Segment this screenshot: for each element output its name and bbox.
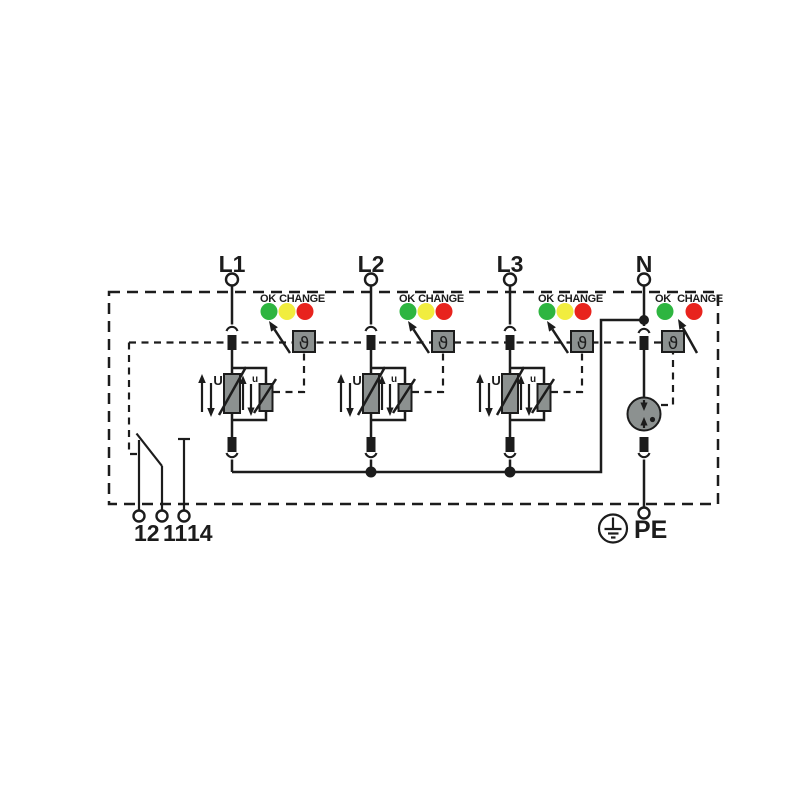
voltage-label-u-l3: u	[530, 374, 536, 385]
thermal-monitor-box-n	[661, 330, 685, 353]
led-yellow-l1	[278, 303, 296, 320]
pe-terminal	[637, 506, 651, 520]
remote-signalling-contact: 12 11 14	[132, 432, 213, 546]
led-green-l1	[260, 303, 278, 320]
indicator-group-l3: OK CHANGE ϑ U u	[491, 293, 603, 388]
phase-label-n: N	[636, 251, 653, 277]
voltage-label-u-l1: u	[252, 374, 258, 385]
gdt-top-arrowhead	[640, 402, 648, 411]
phase-l3-header: L3	[497, 251, 523, 287]
phase-terminal-l3	[502, 272, 518, 287]
terminal-label-14: 14	[187, 520, 213, 546]
change-label-l3: CHANGE	[557, 293, 603, 305]
neutral-branch	[626, 285, 699, 508]
change-label-n: CHANGE	[677, 293, 723, 305]
change-label-l2: CHANGE	[418, 293, 464, 305]
phase-terminal-l2	[363, 272, 379, 287]
monitoring-to-relay-dashed	[127, 342, 137, 456]
theta-symbol-n: ϑ	[668, 334, 679, 354]
indicator-group-n: OK CHANGE ϑ	[655, 293, 723, 354]
terminal-12	[132, 509, 146, 523]
phase-n-header: N	[636, 251, 653, 287]
device-outline-dashed	[107, 290, 720, 506]
voltage-label-U-l2: U	[352, 373, 361, 388]
change-label-l1: CHANGE	[279, 293, 325, 305]
disconnect-arc-bottom-n	[637, 452, 651, 459]
theta-symbol-l1: ϑ	[299, 334, 310, 354]
pe-terminal-group: PE	[597, 506, 667, 544]
monitor-tap-dashed-n	[661, 352, 675, 407]
led-yellow-l3	[556, 303, 574, 320]
led-red-l3	[574, 303, 592, 320]
ok-label-l3: OK	[538, 293, 554, 305]
ok-label-l1: OK	[260, 293, 276, 305]
voltage-label-u-l2: u	[391, 374, 397, 385]
thermal-link-top-n	[639, 336, 649, 350]
earth-symbol-circle	[597, 513, 629, 544]
led-green-n	[656, 303, 674, 320]
phase-l2-header: L2	[358, 251, 384, 287]
terminal-label-12: 12	[134, 520, 160, 546]
led-green-l3	[538, 303, 556, 320]
phase-l1-header: L1	[219, 251, 246, 287]
led-yellow-l2	[417, 303, 435, 320]
led-green-l2	[399, 303, 417, 320]
led-red-l2	[435, 303, 453, 320]
indicator-group-l1: OK CHANGE ϑ U u	[213, 293, 325, 388]
gdt-bottom-arrowhead	[640, 417, 648, 426]
ok-label-l2: OK	[399, 293, 415, 305]
ok-label-n: OK	[655, 293, 671, 305]
pe-label: PE	[634, 516, 667, 544]
gdt-gas-dot	[649, 416, 656, 423]
indicator-group-l2: OK CHANGE ϑ U u	[352, 293, 464, 388]
led-indicator-arrow-n	[681, 327, 699, 354]
terminal-label-11: 11	[163, 520, 188, 546]
theta-symbol-l3: ϑ	[577, 334, 588, 354]
phase-terminal-l1	[224, 272, 240, 287]
phase-terminal-n	[636, 272, 652, 287]
terminal-11	[155, 509, 169, 523]
changeover-arm	[135, 432, 163, 467]
disconnect-arc-top-n	[637, 327, 651, 334]
led-red-n	[685, 303, 703, 320]
voltage-label-U-l3: U	[491, 373, 500, 388]
voltage-label-U-l1: U	[213, 373, 222, 388]
led-red-l1	[296, 303, 314, 320]
led-indicator-arrowhead-n	[678, 319, 687, 330]
terminal-14	[177, 509, 191, 523]
gas-discharge-tube	[626, 396, 662, 432]
thermal-link-bottom-n	[639, 437, 649, 452]
theta-symbol-l2: ϑ	[438, 334, 449, 354]
common-bus	[232, 318, 644, 474]
